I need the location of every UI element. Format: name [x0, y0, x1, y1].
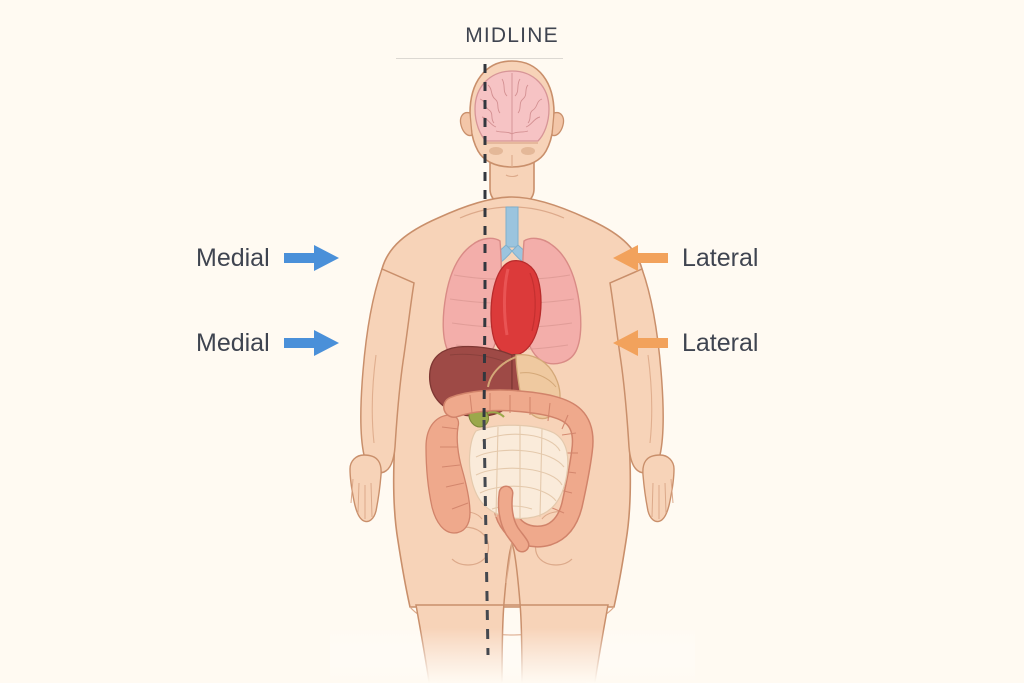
human-body-illustration	[330, 55, 695, 683]
lateral-label: Lateral	[682, 328, 759, 357]
annotation-row-2-right: Lateral	[612, 323, 862, 363]
arrow-left-icon	[612, 244, 668, 272]
medial-label: Medial	[196, 328, 270, 357]
arrow-left-icon	[612, 329, 668, 357]
annotation-row-2-left: Medial	[196, 323, 366, 363]
arrow-right-icon	[283, 329, 340, 357]
brain-organ	[474, 70, 550, 142]
title-divider	[396, 58, 563, 59]
page-title: MIDLINE	[465, 24, 559, 47]
heart-organ	[490, 259, 542, 357]
arrow-right-icon	[283, 244, 340, 272]
annotation-row-1-left: Medial	[196, 238, 366, 278]
lateral-label: Lateral	[682, 243, 759, 272]
annotation-row-1-right: Lateral	[612, 238, 862, 278]
medial-label: Medial	[196, 243, 270, 272]
